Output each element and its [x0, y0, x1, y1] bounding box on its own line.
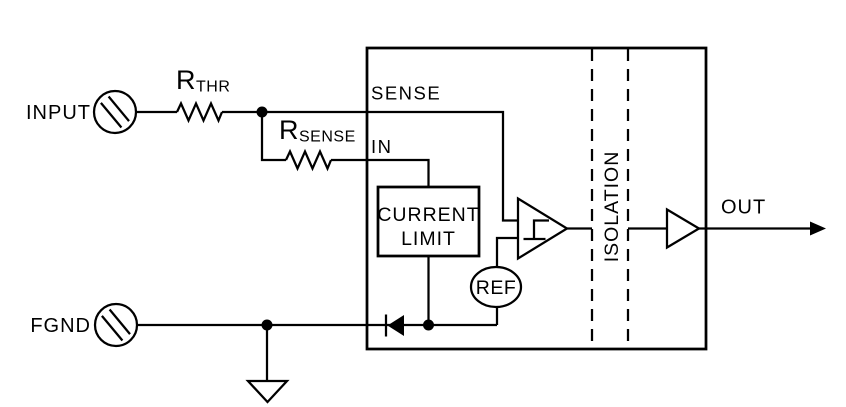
diode-triangle-icon: [387, 315, 404, 336]
terminal-hatch-icon: [100, 102, 123, 129]
rthr-resistor: [175, 100, 224, 124]
output-buffer-icon: [665, 207, 702, 250]
current-limit-label-line2: LIMIT: [401, 228, 456, 250]
rthr-label: RTHR: [176, 65, 230, 96]
wire-in: [331, 158, 430, 187]
wire-sense: [222, 110, 518, 222]
device-outline-box: [365, 46, 708, 351]
comparator-triangle-icon: [516, 196, 570, 261]
wire-ref-to-comparator: [495, 236, 518, 267]
rsense-label: RSENSE: [279, 115, 356, 146]
rthr-label-sub: THR: [196, 79, 230, 96]
fgnd-terminal-label: FGND: [30, 315, 91, 337]
junction-dot: [256, 106, 268, 118]
comparator: [516, 196, 570, 261]
rsense-label-sub: SENSE: [299, 129, 356, 146]
current-limit-box: [376, 185, 481, 258]
out-pin-label: OUT: [721, 197, 766, 219]
wire-branch-to-rsense: [260, 112, 286, 162]
terminal-hatch-icon: [107, 95, 130, 122]
fgnd-terminal-icon: [93, 302, 139, 348]
isolation-label: ISOLATION: [601, 151, 623, 263]
input-terminal-icon: [92, 89, 138, 135]
ground-symbol-icon: [245, 379, 290, 404]
terminal-hatch-icon: [108, 308, 131, 335]
rsense-resistor: [284, 148, 333, 172]
ref-circle-icon: [469, 265, 523, 309]
in-pin-label: IN: [371, 136, 393, 157]
diode: [384, 314, 404, 337]
input-terminal: [92, 89, 138, 135]
fgnd-terminal: [93, 302, 139, 348]
junction-dot: [423, 319, 434, 331]
hysteresis-icon: [523, 219, 549, 241]
sense-pin-label: SENSE: [371, 83, 441, 104]
ref-source: REF: [469, 265, 523, 309]
terminal-hatch-icon: [101, 315, 124, 342]
rsense-label-base: R: [279, 115, 299, 145]
current-limit-label-line1: CURRENT: [377, 204, 479, 226]
ref-label: REF: [476, 277, 517, 299]
input-terminal-label: INPUT: [26, 102, 91, 124]
junction-dot: [261, 319, 273, 331]
output-arrow-icon: [810, 221, 826, 236]
rthr-label-base: R: [176, 65, 196, 95]
isolation-barrier: ISOLATION: [590, 49, 630, 349]
current-limit-block: CURRENT LIMIT: [376, 185, 481, 258]
